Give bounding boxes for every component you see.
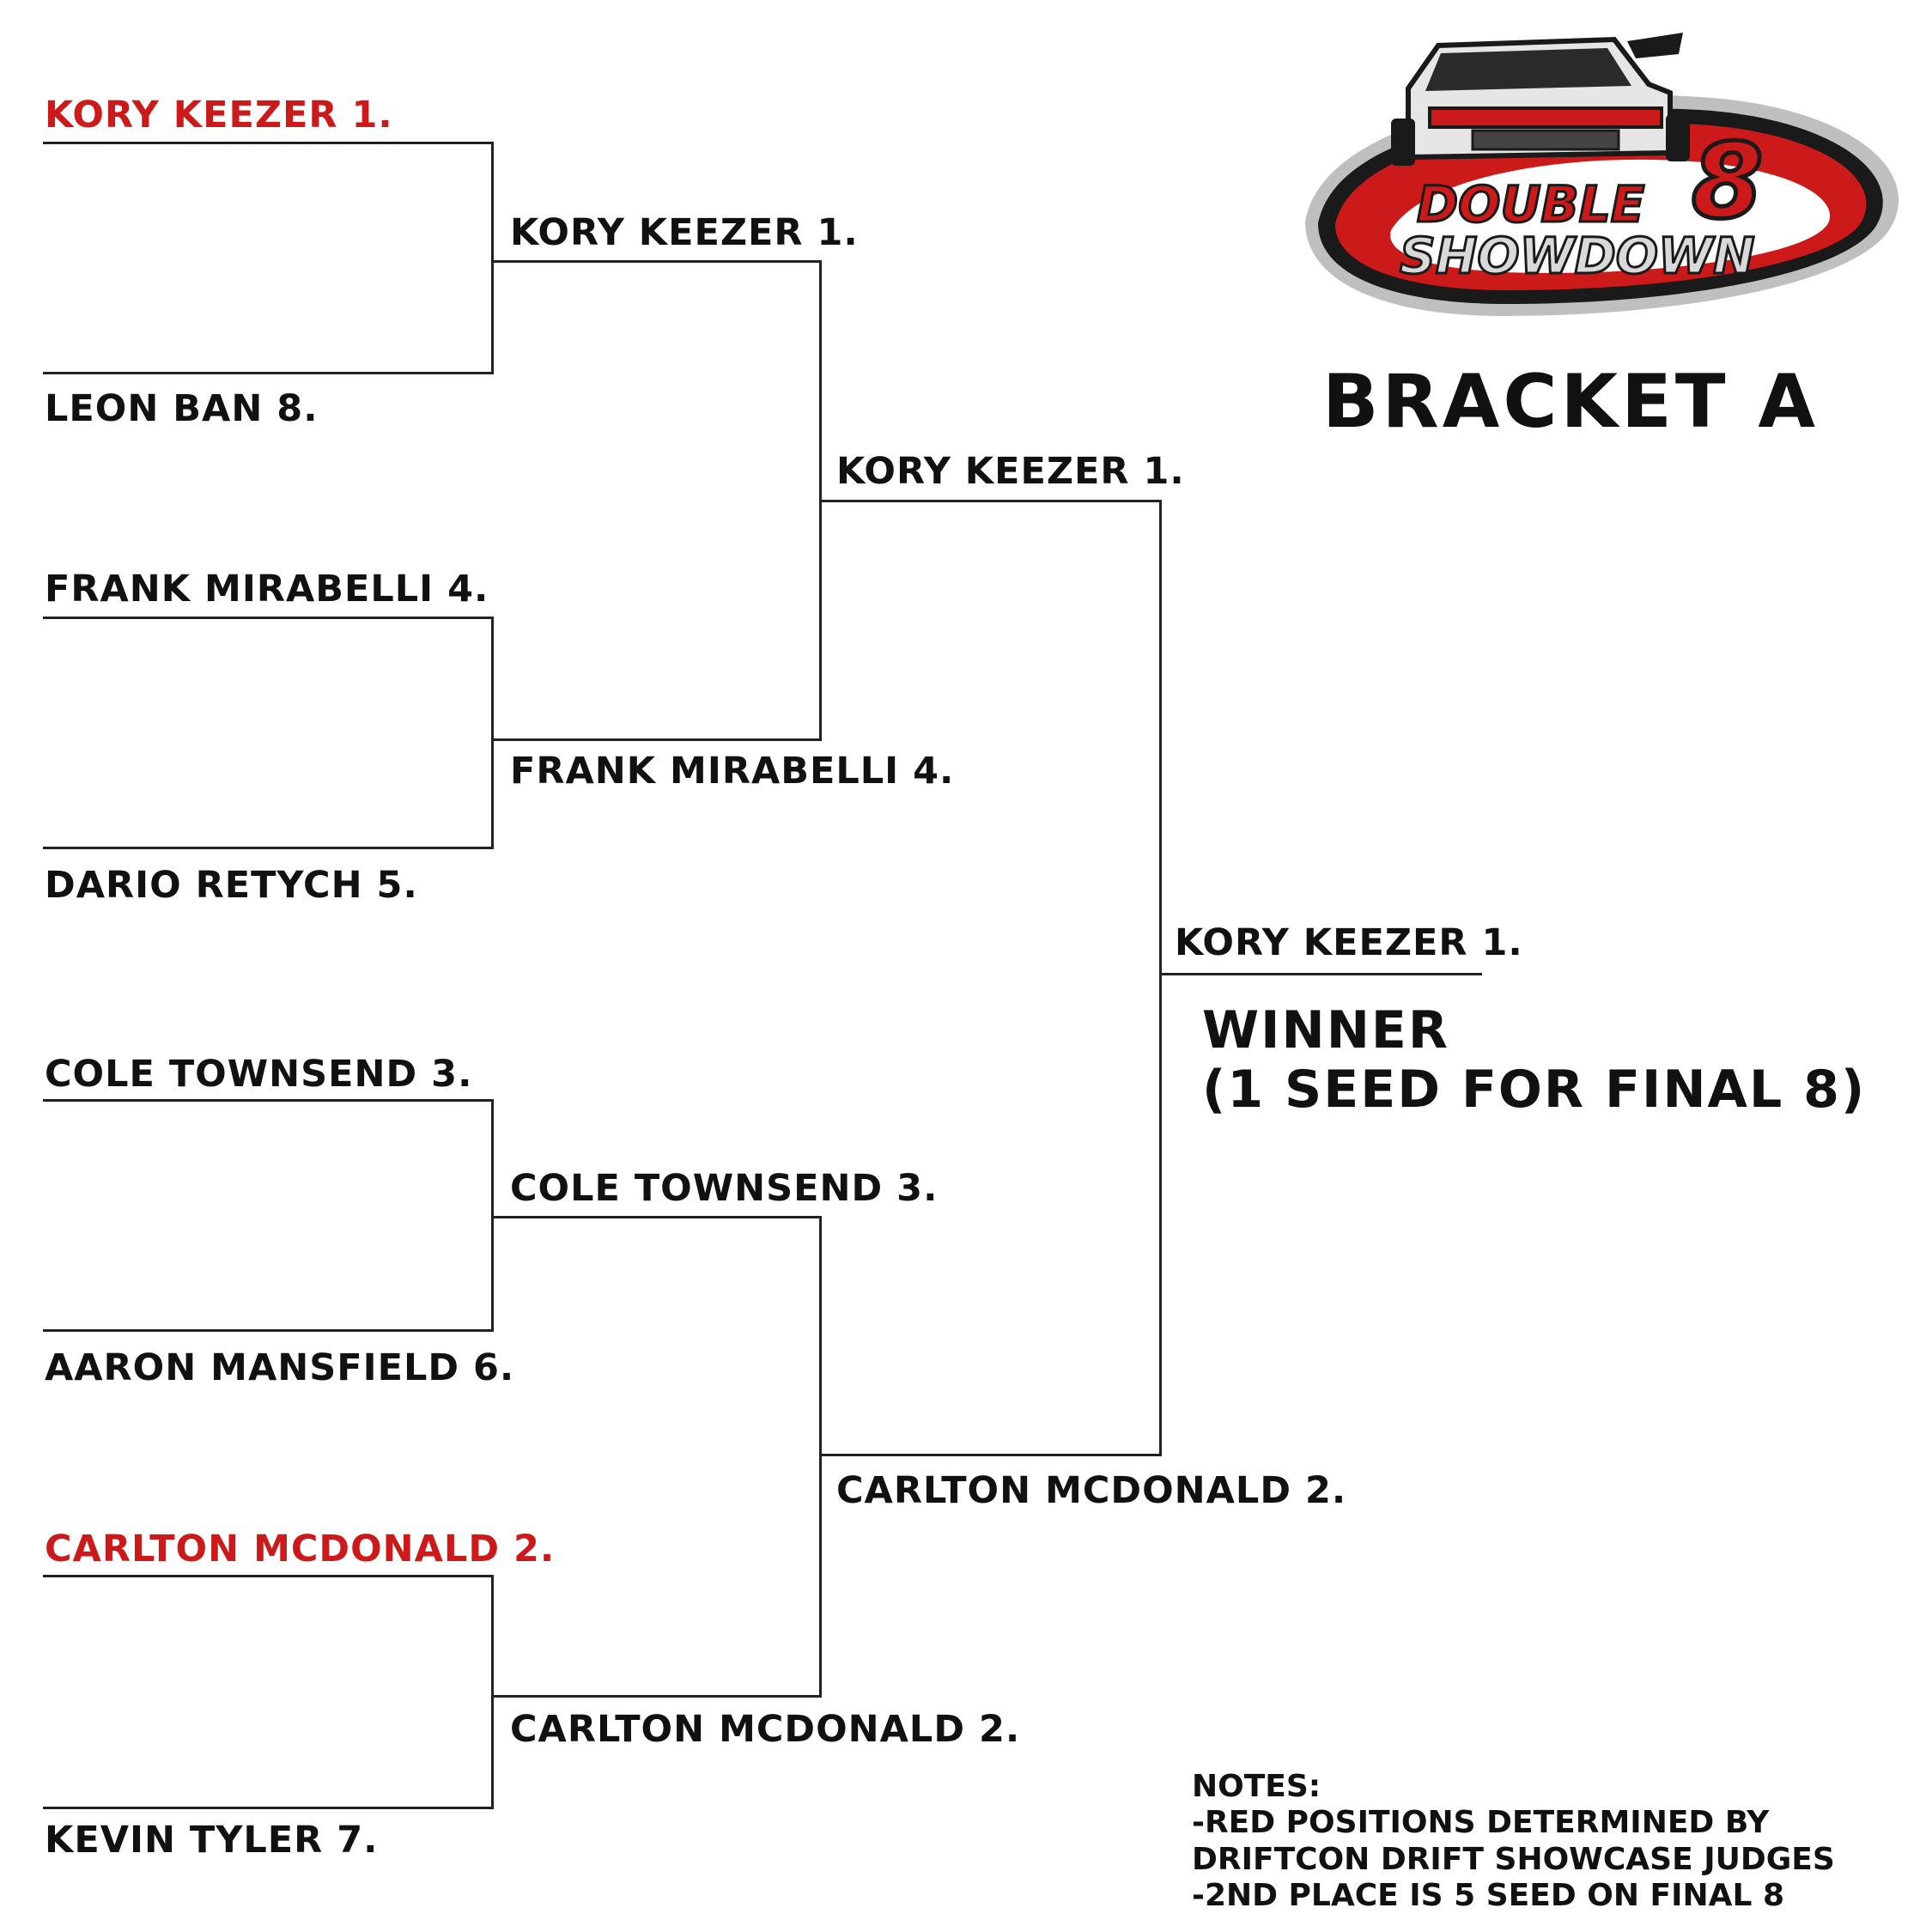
bracket-line <box>43 1099 493 1102</box>
r3-slot-2: CARLTON MCDONALD 2. <box>836 1469 1347 1512</box>
double-8-showdown-logo: DOUBLE 8 SHOWDOWN <box>1305 33 1899 316</box>
bracket-line <box>491 738 821 741</box>
bracket-line <box>43 142 493 144</box>
r1-slot-2: LEON BAN 8. <box>45 387 319 430</box>
r1-slot-5: COLE TOWNSEND 3. <box>45 1053 473 1096</box>
r3-slot-1: KORY KEEZER 1. <box>836 450 1185 493</box>
bracket-line <box>43 847 493 849</box>
bracket-line <box>819 1454 1161 1456</box>
bracket-title: BRACKET A <box>1322 359 1819 445</box>
r1-slot-7: CARLTON MCDONALD 2. <box>45 1528 556 1571</box>
notes-block: NOTES: -RED POSITIONS DETERMINED BY DRIF… <box>1192 1769 1835 1915</box>
bracket-line <box>819 1216 822 1698</box>
notes-line-2: DRIFTCON DRIFT SHOWCASE JUDGES <box>1192 1841 1835 1877</box>
svg-text:8: 8 <box>1692 123 1764 242</box>
r2-slot-3: COLE TOWNSEND 3. <box>510 1167 939 1210</box>
bracket-line <box>491 142 494 374</box>
bracket-line <box>1159 500 1162 1456</box>
r1-slot-1: KORY KEEZER 1. <box>45 94 393 137</box>
winner-caption: WINNER (1 SEED FOR FINAL 8) <box>1202 1001 1866 1120</box>
bracket-line <box>819 500 1161 502</box>
bracket-line <box>43 1807 493 1809</box>
r2-slot-4: CARLTON MCDONALD 2. <box>510 1708 1021 1751</box>
final-winner-slot: KORY KEEZER 1. <box>1175 921 1523 964</box>
notes-line-3: -2ND PLACE IS 5 SEED ON FINAL 8 <box>1192 1878 1784 1914</box>
bracket-line <box>43 617 493 619</box>
car-icon <box>1391 33 1690 166</box>
bracket-line <box>491 617 494 849</box>
r1-slot-4: DARIO RETYCH 5. <box>45 864 418 907</box>
winner-caption-line1: WINNER <box>1202 1000 1450 1060</box>
bracket-line <box>491 1575 494 1809</box>
r1-slot-8: KEVIN TYLER 7. <box>45 1819 379 1862</box>
bracket-line <box>43 1575 493 1577</box>
winner-caption-line2: (1 SEED FOR FINAL 8) <box>1202 1060 1867 1120</box>
r2-slot-2: FRANK MIRABELLI 4. <box>510 750 955 793</box>
r2-slot-1: KORY KEEZER 1. <box>510 211 859 254</box>
bracket-line <box>43 1329 493 1332</box>
svg-text:SHOWDOWN: SHOWDOWN <box>1400 227 1755 285</box>
bracket-line <box>491 1216 821 1218</box>
bracket-line <box>491 1099 494 1332</box>
notes-heading: NOTES: <box>1192 1769 1321 1804</box>
bracket-line <box>1159 973 1482 975</box>
notes-line-1: -RED POSITIONS DETERMINED BY <box>1192 1805 1770 1841</box>
r1-slot-3: FRANK MIRABELLI 4. <box>45 568 489 611</box>
bracket-line <box>491 1695 821 1698</box>
r1-slot-6: AARON MANSFIELD 6. <box>45 1346 515 1389</box>
bracket-line <box>491 260 821 263</box>
bracket-line <box>43 372 493 374</box>
svg-text:DOUBLE: DOUBLE <box>1417 175 1644 234</box>
